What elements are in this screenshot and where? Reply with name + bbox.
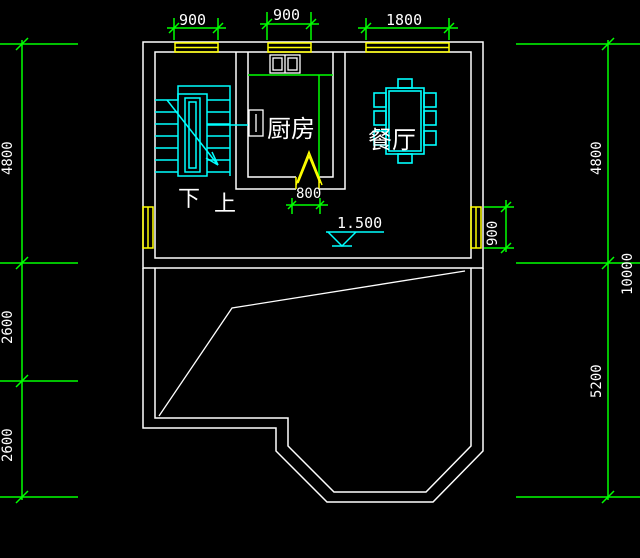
stair-down-label: 下 xyxy=(178,187,200,212)
window-left xyxy=(142,206,154,249)
window-top-3 xyxy=(365,42,450,53)
top-dim-3: 1800 xyxy=(386,11,422,29)
sink-icon xyxy=(269,54,301,74)
stair-up-label: 上 xyxy=(214,192,236,217)
door-dimension xyxy=(286,198,328,214)
dining-label: 餐厅 xyxy=(368,126,416,154)
side-window-dimension xyxy=(484,200,514,254)
window-top-1 xyxy=(174,42,219,53)
kitchen-label: 厨房 xyxy=(267,115,315,143)
left-dimension-chain xyxy=(0,37,78,504)
exterior-walls xyxy=(142,41,484,269)
window-top-2 xyxy=(267,42,312,53)
level-text: 1.500 xyxy=(337,214,382,232)
top-dim-2: 900 xyxy=(273,6,300,24)
level-marker xyxy=(326,231,384,248)
right-dim-lower: 5200 xyxy=(589,364,605,398)
top-dim-1: 900 xyxy=(179,11,206,29)
terrace-slope-line xyxy=(158,270,466,417)
dining-table-icon xyxy=(373,78,437,164)
kitchen-door xyxy=(295,149,323,189)
top-dimension-lines xyxy=(167,12,458,40)
left-dim-lower: 2600 xyxy=(0,428,16,462)
staircase xyxy=(155,85,248,177)
kitchen-counter xyxy=(248,74,333,177)
door-dim-text: 800 xyxy=(296,186,321,202)
left-dim-upper: 4800 xyxy=(0,141,16,175)
lower-walls xyxy=(142,268,484,503)
right-dimension-chain xyxy=(516,37,640,504)
refrigerator-icon xyxy=(248,109,264,137)
right-dim-total: 10000 xyxy=(620,253,636,295)
right-dim-upper: 4800 xyxy=(589,141,605,175)
window-right xyxy=(470,206,482,249)
kitchen-walls xyxy=(235,52,346,190)
left-dim-middle: 2600 xyxy=(0,310,16,344)
side-window-dim-text: 900 xyxy=(485,221,501,246)
